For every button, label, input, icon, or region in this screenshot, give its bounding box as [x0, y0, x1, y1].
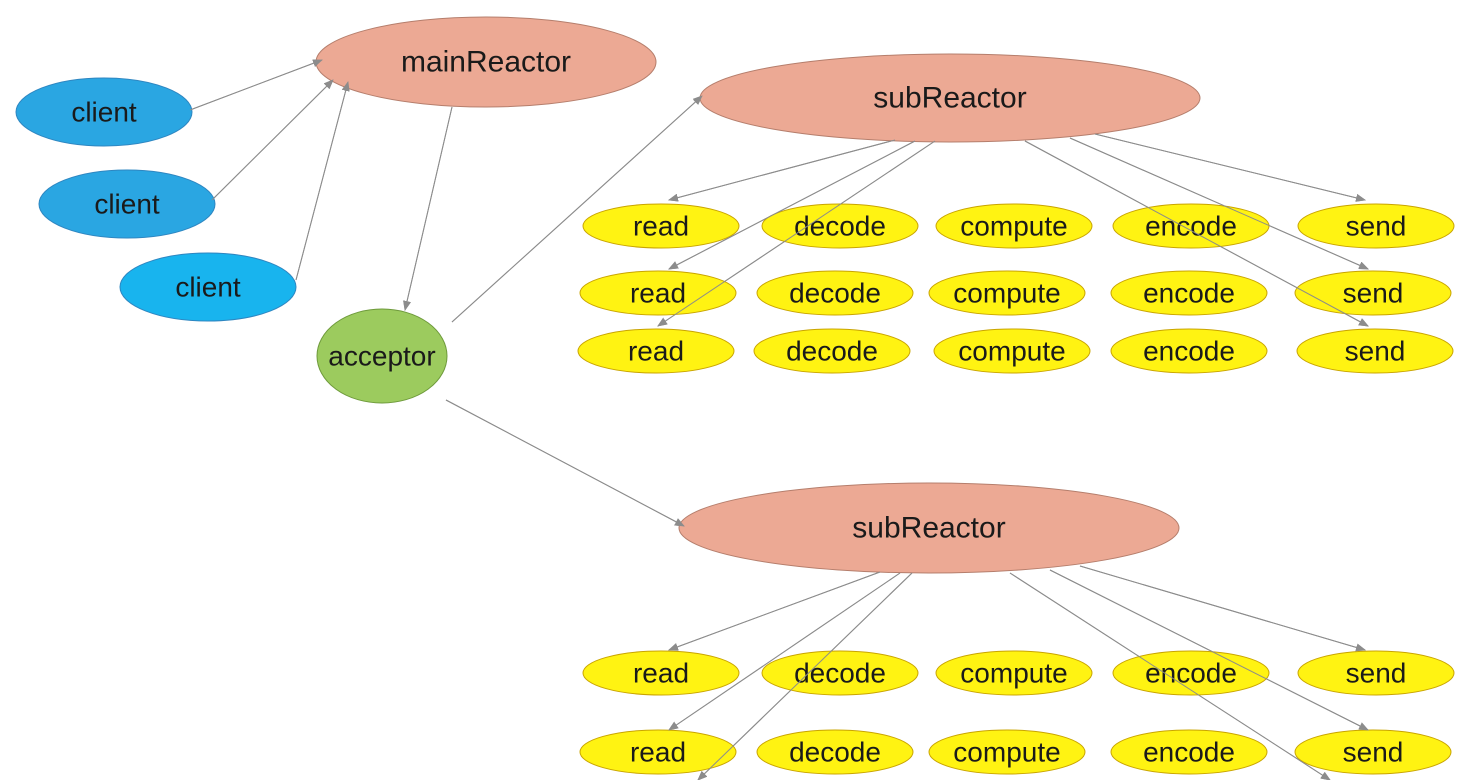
task-label-encode: encode — [1145, 658, 1237, 689]
edge-client1-to-mainreactor-overlay — [189, 59, 323, 111]
task-label-decode: decode — [789, 737, 881, 768]
task-node-read: read — [579, 270, 737, 316]
task-label-compute: compute — [958, 336, 1065, 367]
task-node-read: read — [582, 650, 740, 696]
edge-client2-to-mainreactor-overlay — [211, 79, 334, 201]
task-node-encode: encode — [1112, 203, 1270, 249]
task-node-decode: decode — [756, 729, 914, 775]
task-label-read: read — [630, 737, 686, 768]
task-node-encode: encode — [1110, 328, 1268, 374]
edge-subreactor2-to-send-2-overlay — [1049, 569, 1369, 731]
task-label-compute: compute — [960, 658, 1067, 689]
main-reactor-label: mainReactor — [401, 46, 571, 79]
task-node-send: send — [1294, 270, 1452, 316]
edge-subreactor1-to-send-1-overlay — [1094, 133, 1366, 202]
client-node-2: client — [38, 169, 216, 239]
task-node-compute: compute — [928, 729, 1086, 775]
task-label-send: send — [1345, 336, 1406, 367]
edge-mainreactor-to-acceptor-overlay — [403, 106, 453, 311]
edge-subreactor2-to-read-1-overlay — [668, 571, 881, 651]
task-label-compute: compute — [953, 737, 1060, 768]
task-node-compute: compute — [933, 328, 1091, 374]
main-reactor-node: mainReactor — [315, 16, 657, 108]
edge-subreactor1-to-read-1-overlay — [668, 139, 896, 202]
task-label-encode: encode — [1143, 278, 1235, 309]
task-node-encode: encode — [1110, 729, 1268, 775]
task-label-send: send — [1343, 737, 1404, 768]
task-label-decode: decode — [794, 658, 886, 689]
task-label-read: read — [630, 278, 686, 309]
sub-reactor-node-2: subReactor — [678, 482, 1180, 574]
task-node-decode: decode — [756, 270, 914, 316]
edge-subreactor2-to-send-1-overlay — [1079, 565, 1366, 652]
client-label-1: client — [71, 97, 137, 128]
edge-acceptor-to-subreactor1-overlay — [451, 95, 703, 323]
task-label-send: send — [1346, 658, 1407, 689]
task-label-compute: compute — [960, 211, 1067, 242]
acceptor-label: acceptor — [328, 341, 435, 372]
task-label-read: read — [628, 336, 684, 367]
task-label-decode: decode — [786, 336, 878, 367]
task-label-read: read — [633, 658, 689, 689]
task-label-compute: compute — [953, 278, 1060, 309]
task-label-encode: encode — [1145, 211, 1237, 242]
client-label-3: client — [175, 272, 241, 303]
task-label-encode: encode — [1143, 336, 1235, 367]
task-node-read: read — [582, 203, 740, 249]
task-node-send: send — [1297, 650, 1455, 696]
task-node-send: send — [1296, 328, 1454, 374]
edge-subreactor2-to-send-3-overlay — [1009, 572, 1331, 780]
task-label-decode: decode — [789, 278, 881, 309]
task-node-decode: decode — [761, 650, 919, 696]
task-nodes: read decode compute encode send read decode com… — [577, 203, 1455, 775]
edge-acceptor-to-subreactor2-overlay — [445, 399, 685, 527]
edge-subreactor1-to-send-3-overlay — [1024, 140, 1369, 327]
task-label-send: send — [1346, 211, 1407, 242]
task-label-send: send — [1343, 278, 1404, 309]
task-node-encode: encode — [1112, 650, 1270, 696]
sub-reactor-label-1: subReactor — [873, 82, 1026, 115]
edge-subreactor2-to-read-3-overlay — [697, 572, 913, 780]
client-label-2: client — [94, 189, 160, 220]
task-label-encode: encode — [1143, 737, 1235, 768]
task-node-read: read — [577, 328, 735, 374]
task-label-read: read — [633, 211, 689, 242]
edge-subreactor1-to-read-3-overlay — [657, 140, 936, 327]
edge-client3-to-mainreactor-overlay — [295, 81, 350, 281]
edge-subreactor2-to-read-2-overlay — [668, 572, 901, 731]
sub-reactor-label-2: subReactor — [852, 512, 1005, 545]
task-node-encode: encode — [1110, 270, 1268, 316]
task-node-compute: compute — [935, 203, 1093, 249]
client-node-1: client — [15, 77, 193, 147]
edge-subreactor1-to-read-2-overlay — [668, 140, 916, 270]
task-label-decode: decode — [794, 211, 886, 242]
task-node-send: send — [1297, 203, 1455, 249]
task-node-decode: decode — [753, 328, 911, 374]
acceptor-node: acceptor — [316, 308, 448, 404]
client-node-3: client — [119, 252, 297, 322]
task-node-decode: decode — [761, 203, 919, 249]
task-node-compute: compute — [935, 650, 1093, 696]
task-node-compute: compute — [928, 270, 1086, 316]
sub-reactor-node-1: subReactor — [699, 53, 1201, 143]
edge-subreactor1-to-send-2-overlay — [1069, 137, 1369, 270]
task-node-read: read — [579, 729, 737, 775]
edges-overlay — [189, 59, 1369, 780]
task-node-send: send — [1294, 729, 1452, 775]
